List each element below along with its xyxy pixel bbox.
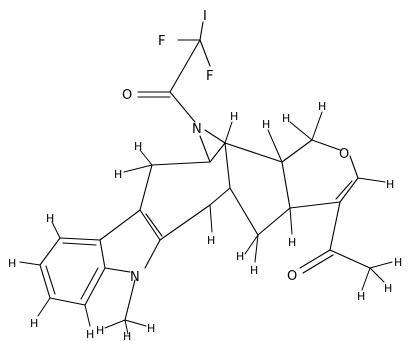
atom-label-n-bridge: N	[192, 122, 202, 137]
bond-ring-d	[224, 142, 231, 189]
bond-ring-f	[159, 204, 211, 241]
h-label-11: H	[288, 236, 296, 249]
h-bond-8	[357, 177, 386, 183]
skeleton-bonds	[39, 21, 371, 321]
bond-py-b	[311, 139, 341, 151]
h-label-14: H	[357, 290, 365, 303]
bond-acetyl-a	[329, 201, 341, 251]
h-label-12: H	[394, 256, 402, 269]
bond-bz-d	[49, 297, 86, 306]
hydrogen-bonds	[19, 111, 393, 335]
bond-acetyl-co-2	[302, 254, 334, 274]
bond-py-d1	[339, 177, 359, 203]
bond-cf3-f-bottom	[199, 39, 211, 67]
h-label-16: H	[8, 257, 16, 270]
h-bond-11	[289, 207, 293, 235]
h-bond-14	[361, 267, 371, 291]
atom-label-o-ring: O	[339, 147, 349, 162]
h-label-20: H	[123, 330, 131, 341]
h-label-15: H	[46, 212, 54, 225]
bond-ind-c	[104, 267, 131, 273]
bond-acetyl-co-1	[299, 249, 331, 269]
h-bond-6	[289, 121, 313, 141]
bond-bz-c2	[45, 265, 56, 295]
bond-cy-d	[224, 142, 283, 163]
atom-label-o-amide: O	[122, 88, 132, 103]
bond-acetyl-me	[329, 249, 371, 269]
h-bond-5	[267, 129, 283, 163]
bond-bz-c	[39, 264, 51, 299]
h-label-2: H	[114, 168, 122, 181]
h-label-21: H	[147, 322, 155, 335]
h-bond-16	[19, 261, 41, 266]
h-bond-13	[369, 267, 385, 283]
h-label-17: H	[30, 317, 38, 330]
h-label-13: H	[384, 282, 392, 295]
h-bond-7	[311, 111, 323, 141]
h-label-5: H	[262, 118, 270, 131]
h-label-1: H	[134, 140, 142, 153]
atom-label-i-top: I	[203, 9, 207, 24]
atom-label-f-left: F	[158, 34, 165, 49]
h-bond-2	[123, 164, 153, 173]
bond-bz-e2	[80, 267, 99, 300]
bond-cy-c	[281, 161, 291, 209]
h-label-6: H	[282, 112, 290, 125]
atom-label-o-ketone: O	[287, 269, 297, 284]
bond-py-e	[289, 201, 341, 209]
h-bond-19	[104, 319, 126, 329]
h-bond-3	[224, 121, 233, 144]
h-label-10: H	[236, 250, 244, 263]
h-bond-15	[51, 221, 61, 239]
bond-ring-e	[209, 187, 231, 206]
bond-cf3-carbonyl	[169, 39, 201, 93]
h-label-18: H	[86, 328, 94, 341]
h-label-9: H	[250, 264, 258, 277]
h-bond-17	[37, 297, 51, 317]
h-label-8: H	[386, 178, 394, 191]
h-bond-21	[124, 319, 147, 327]
bond-ring-b	[151, 161, 211, 166]
h-label-3: H	[230, 110, 238, 123]
h-label-7: H	[318, 100, 326, 113]
bond-n-bridgehead-left	[199, 135, 211, 163]
bond-ind-d	[99, 239, 106, 269]
bond-ind-b	[144, 239, 161, 269]
h-bond-4	[209, 204, 213, 233]
bond-bz-a	[59, 237, 101, 241]
bond-bz-e	[84, 267, 106, 306]
bond-carbonyl-n	[169, 91, 196, 123]
bond-ind-a	[139, 209, 161, 241]
atom-labels: F F I O N O N O	[122, 9, 349, 285]
atom-label-f-bottom: F	[206, 69, 213, 84]
bond-py-d2	[335, 180, 353, 200]
h-bond-18	[84, 304, 91, 327]
bond-n-bridgehead-right	[204, 129, 226, 144]
bond-ind-a2	[145, 213, 163, 237]
bond-cf3-i	[199, 21, 204, 41]
h-bond-1	[139, 149, 153, 166]
bond-cy-a	[229, 187, 259, 236]
h-bond-9	[254, 234, 259, 263]
bond-bz-a2	[62, 242, 97, 246]
hydrogen-labels: H H H H H H H H H H H H H H H H H H H H …	[8, 100, 402, 341]
h-bond-10	[244, 234, 259, 255]
h-label-4: H	[207, 234, 215, 247]
bond-cy-b	[257, 207, 291, 236]
atom-label-n-indole: N	[130, 270, 140, 285]
bond-ring-c	[139, 164, 153, 211]
bond-ring-a	[209, 142, 226, 163]
bond-py-a	[281, 139, 313, 163]
bond-n-methyl	[124, 279, 136, 321]
bond-ind-e	[99, 209, 141, 241]
h-bond-20	[124, 319, 129, 335]
h-label-19: H	[96, 324, 104, 337]
bond-py-c	[349, 155, 359, 179]
h-bond-12	[369, 261, 393, 269]
bond-bz-b	[39, 237, 61, 266]
